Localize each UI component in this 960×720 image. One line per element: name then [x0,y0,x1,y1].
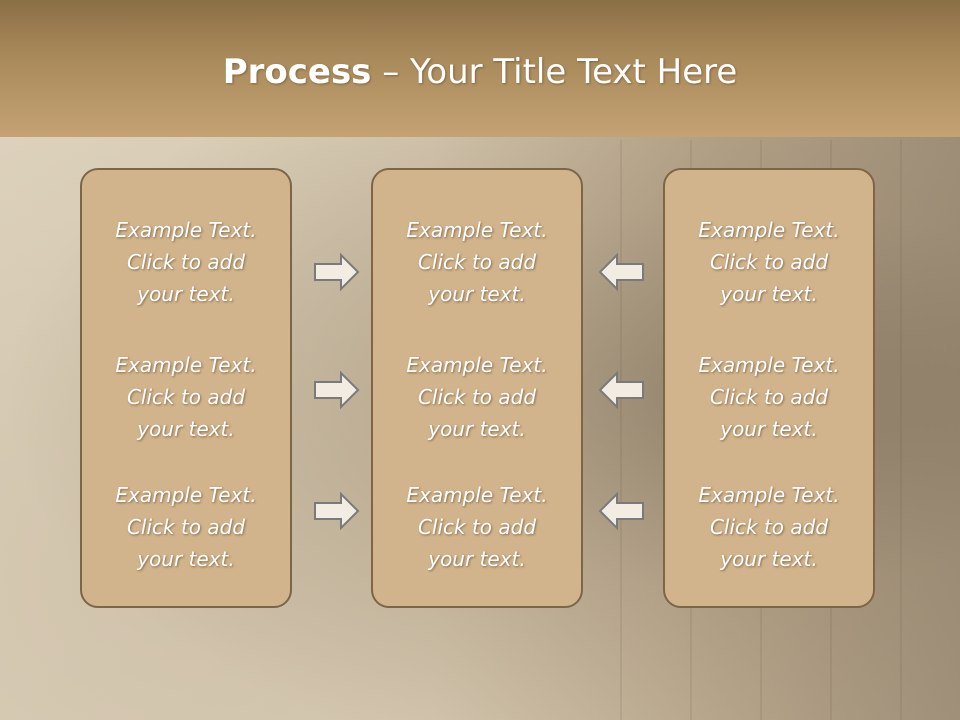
slide-title[interactable]: Process – Your Title Text Here [0,52,960,92]
text-line: Example Text. [115,483,257,507]
text-line: your text. [137,417,235,441]
text-line: Click to add [417,250,537,274]
arrow-left-icon[interactable] [597,252,645,292]
text-line: Click to add [126,515,246,539]
arrow-right-icon[interactable] [313,491,361,531]
text-line: Example Text. [406,353,548,377]
text-line: Example Text. [698,483,840,507]
text-placeholder[interactable]: Example Text. Click to add your text. [665,479,873,575]
title-bold-text: Process [222,52,372,92]
text-line: your text. [720,282,818,306]
text-placeholder[interactable]: Example Text. Click to add your text. [82,349,290,445]
text-line: Click to add [709,515,829,539]
text-line: your text. [720,547,818,571]
title-bar [0,0,960,137]
text-line: Example Text. [406,483,548,507]
text-placeholder[interactable]: Example Text. Click to add your text. [82,214,290,310]
process-box-center[interactable]: Example Text. Click to add your text. Ex… [371,168,583,608]
text-placeholder[interactable]: Example Text. Click to add your text. [373,214,581,310]
text-placeholder[interactable]: Example Text. Click to add your text. [82,479,290,575]
text-placeholder[interactable]: Example Text. Click to add your text. [665,349,873,445]
text-placeholder[interactable]: Example Text. Click to add your text. [373,479,581,575]
text-line: your text. [428,417,526,441]
text-placeholder[interactable]: Example Text. Click to add your text. [665,214,873,310]
process-box-left[interactable]: Example Text. Click to add your text. Ex… [80,168,292,608]
text-line: your text. [720,417,818,441]
text-line: Click to add [126,385,246,409]
text-placeholder[interactable]: Example Text. Click to add your text. [373,349,581,445]
text-line: Click to add [709,385,829,409]
arrow-right-icon[interactable] [313,370,361,410]
text-line: Example Text. [406,218,548,242]
text-line: your text. [137,547,235,571]
title-rest-text: – Your Title Text Here [371,52,738,92]
text-line: Click to add [709,250,829,274]
text-line: Example Text. [115,218,257,242]
text-line: your text. [428,282,526,306]
text-line: Click to add [417,515,537,539]
arrow-left-icon[interactable] [597,370,645,410]
text-line: your text. [137,282,235,306]
arrow-right-icon[interactable] [313,252,361,292]
process-box-right[interactable]: Example Text. Click to add your text. Ex… [663,168,875,608]
text-line: Click to add [417,385,537,409]
text-line: Example Text. [698,353,840,377]
text-line: Example Text. [698,218,840,242]
text-line: your text. [428,547,526,571]
arrow-left-icon[interactable] [597,491,645,531]
text-line: Example Text. [115,353,257,377]
text-line: Click to add [126,250,246,274]
